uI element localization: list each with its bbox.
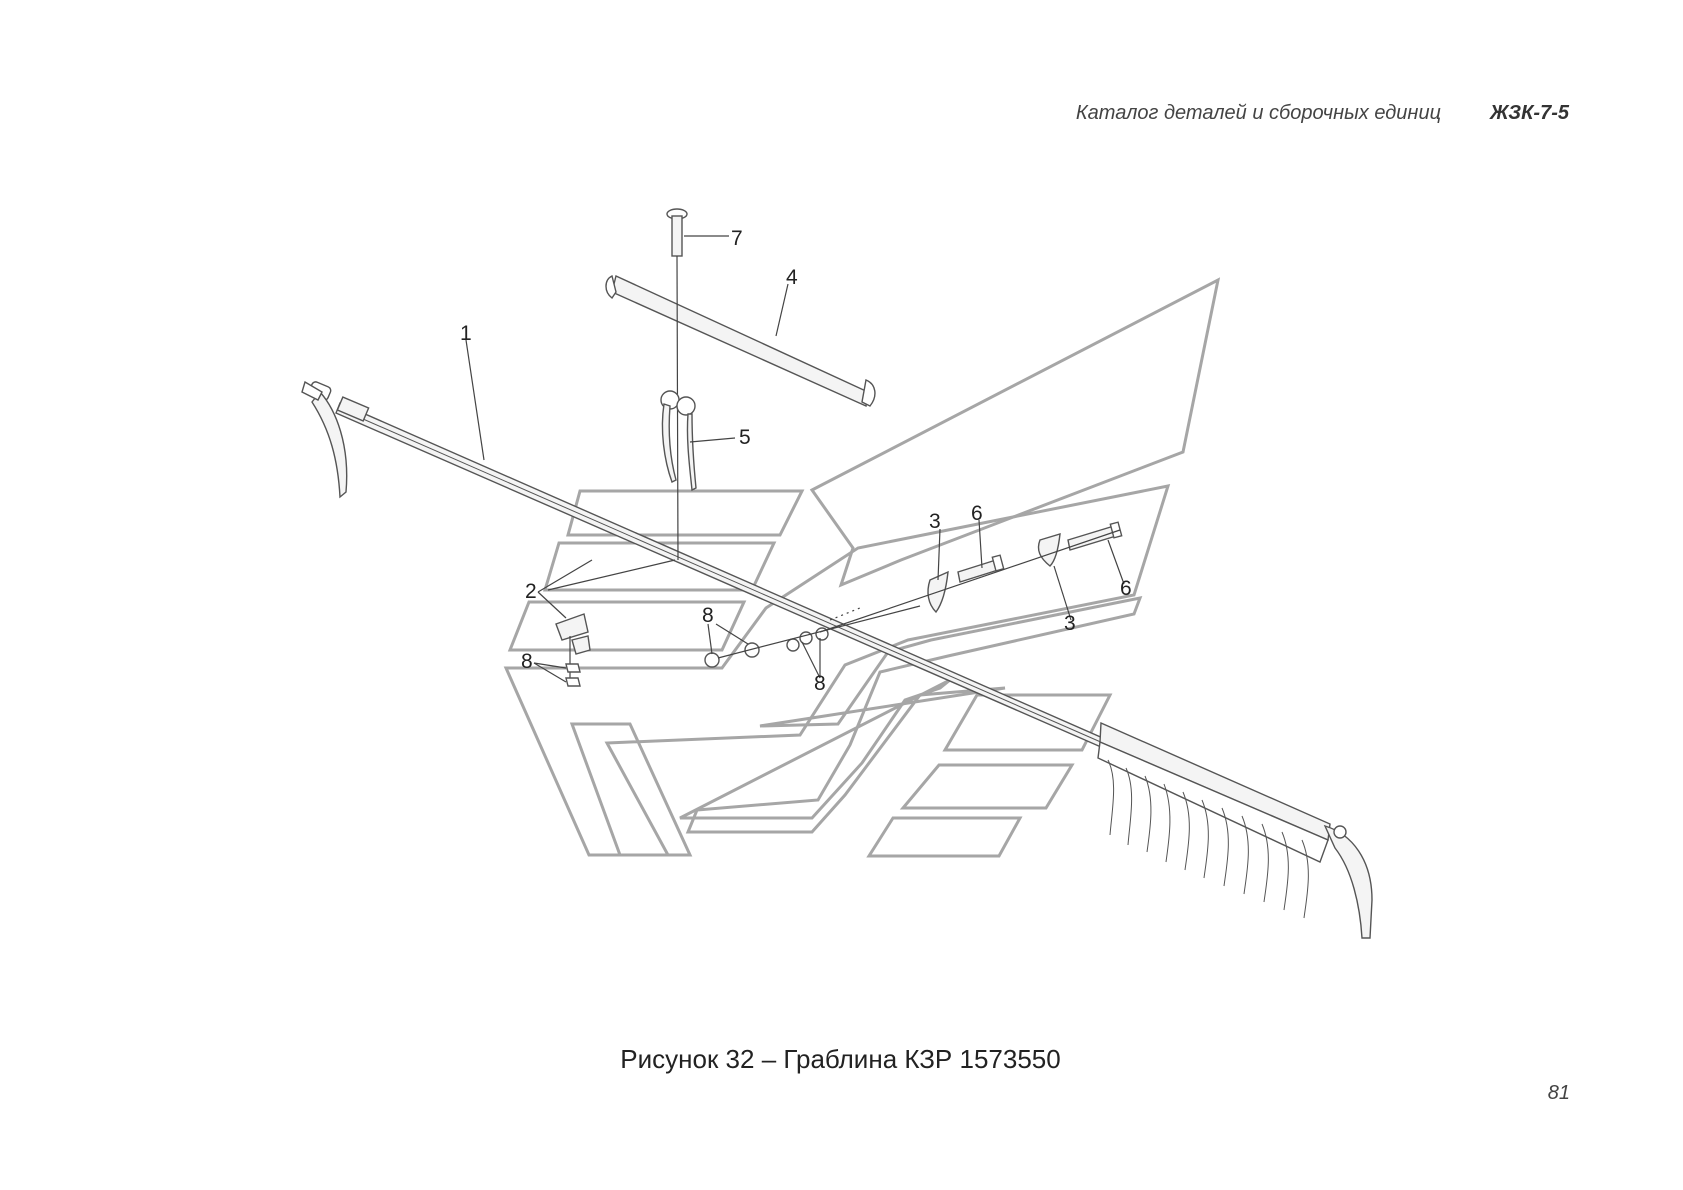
callout-8-center: 8 <box>702 604 714 627</box>
callout-3-left: 3 <box>929 510 941 533</box>
rake-head <box>1097 721 1373 939</box>
bracket-part-2 <box>547 559 676 687</box>
pin-part-6-right <box>1067 521 1123 551</box>
catalog-title: Каталог деталей и сборочных единиц <box>1075 102 1441 124</box>
callout-4: 4 <box>786 266 798 289</box>
callout-2: 2 <box>525 580 537 603</box>
figure-caption: Рисунок 32 – Граблина КЗР 1573550 <box>620 1044 1061 1074</box>
callout-6-right: 6 <box>1120 577 1132 600</box>
profile-bar-part-4 <box>605 274 876 408</box>
callout-7: 7 <box>731 227 743 250</box>
bracket-part-3-right <box>1037 533 1061 567</box>
page-number: 81 <box>1547 1082 1570 1104</box>
bolt-part-7 <box>666 208 688 561</box>
shaft-part-1 <box>301 380 1106 748</box>
spring-tine-part-5 <box>660 390 697 492</box>
callout-6-left: 6 <box>971 502 983 525</box>
pin-part-6-left <box>957 554 1005 583</box>
fasteners-part-8 <box>704 605 921 668</box>
model-code: ЖЗК-7-5 <box>1490 102 1569 124</box>
leader-lines <box>465 235 1125 683</box>
callout-8-left: 8 <box>521 650 533 673</box>
callout-8-right: 8 <box>814 672 826 695</box>
callout-5: 5 <box>739 426 751 449</box>
callout-3-right: 3 <box>1064 612 1076 635</box>
callout-1: 1 <box>460 322 472 345</box>
